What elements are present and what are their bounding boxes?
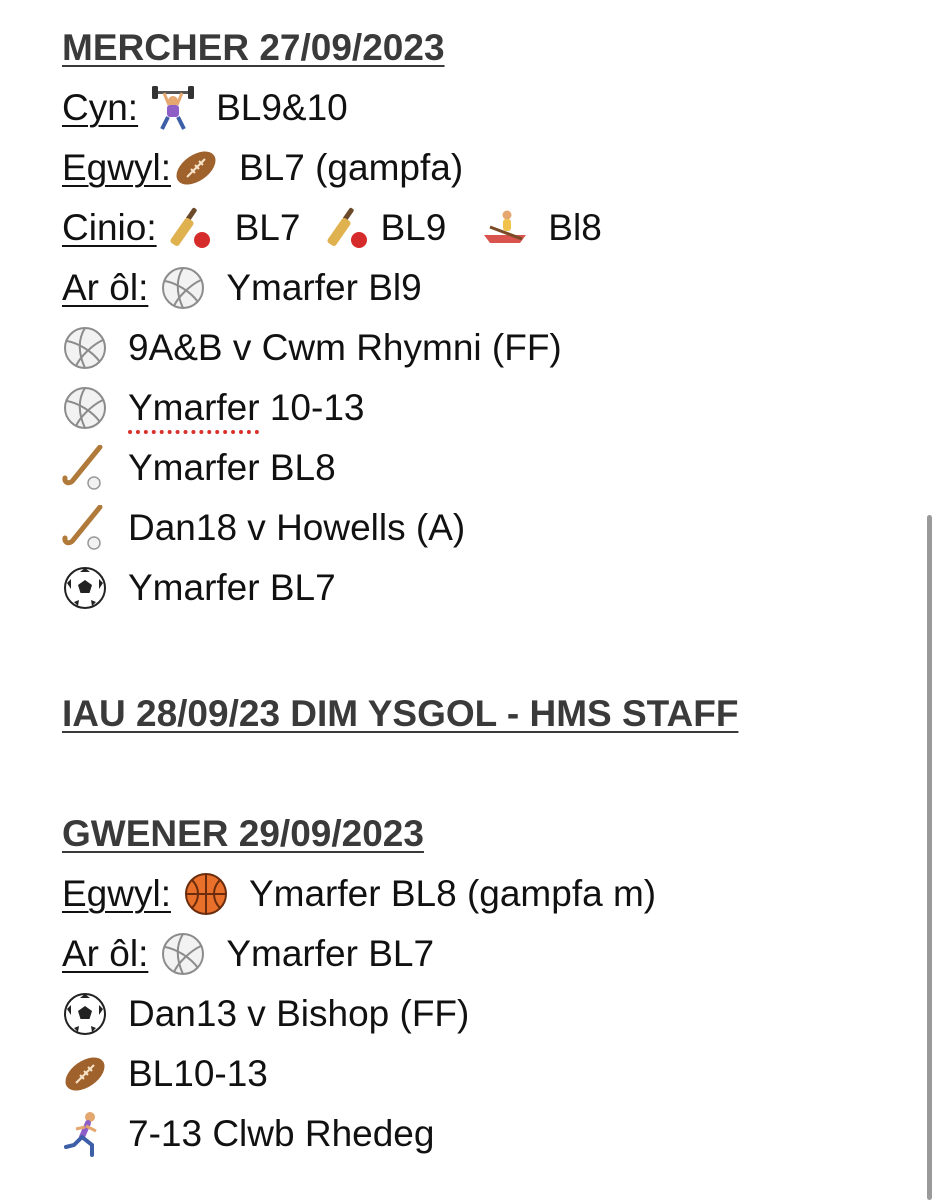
- lunch-item-text: Bl8: [548, 207, 602, 248]
- volleyball-icon: [160, 265, 206, 311]
- misspelled-word[interactable]: Ymarfer: [128, 387, 260, 428]
- running-icon: [62, 1111, 108, 1157]
- before-label: Cyn:: [62, 87, 139, 128]
- break-text: Ymarfer BL8 (gampfa m): [248, 873, 657, 914]
- soccer-ball-icon: [62, 991, 108, 1037]
- break-label: Egwyl:: [62, 873, 171, 914]
- wednesday-after-row: Ar ôl: Ymarfer Bl9: [62, 258, 422, 318]
- item-text: Dan13 v Bishop (FF): [128, 993, 470, 1034]
- list-item: Ymarfer BL7: [62, 558, 336, 618]
- wednesday-heading: MERCHER 27/09/2023: [62, 27, 445, 68]
- list-item: Dan13 v Bishop (FF): [62, 984, 469, 1044]
- rugby-ball-icon: [62, 1051, 108, 1097]
- item-text: Ymarfer BL7: [128, 567, 336, 608]
- break-text: BL7 (gampfa): [238, 147, 464, 188]
- vertical-scrollbar[interactable]: [927, 515, 932, 1200]
- list-item: BL10-13: [62, 1044, 268, 1104]
- item-text: BL10-13: [128, 1053, 268, 1094]
- after-text: Ymarfer Bl9: [226, 267, 422, 308]
- list-item: Dan18 v Howells (A): [62, 498, 465, 558]
- weightlifting-icon: [150, 85, 196, 131]
- friday-heading: GWENER 29/09/2023: [62, 813, 424, 854]
- soccer-ball-icon: [62, 565, 108, 611]
- after-label: Ar ôl:: [62, 267, 149, 308]
- basketball-icon: [183, 871, 229, 917]
- volleyball-icon: [160, 931, 206, 977]
- wednesday-before-row: Cyn: BL9&10: [62, 78, 348, 138]
- hockey-icon: [62, 445, 108, 491]
- thursday-heading: IAU 28/09/23 DIM YSGOL - HMS STAFF: [62, 693, 739, 734]
- item-text: 10-13: [259, 387, 365, 428]
- list-item: 7-13 Clwb Rhedeg: [62, 1104, 434, 1164]
- item-text: 7-13 Clwb Rhedeg: [128, 1113, 435, 1154]
- list-item: Ymarfer BL8: [62, 438, 336, 498]
- cricket-icon: [326, 205, 372, 251]
- friday-break-row: Egwyl: Ymarfer BL8 (gampfa m): [62, 864, 656, 924]
- lunch-item-text: BL7: [234, 207, 301, 248]
- break-label: Egwyl:: [62, 147, 171, 188]
- wednesday-break-row: Egwyl: BL7 (gampfa): [62, 138, 463, 198]
- list-item: Ymarfer 10-13: [62, 378, 365, 438]
- volleyball-icon: [62, 325, 108, 371]
- cricket-icon: [169, 205, 215, 251]
- rowing-icon: [482, 205, 528, 251]
- list-item: 9A&B v Cwm Rhymni (FF): [62, 318, 562, 378]
- after-text: Ymarfer BL7: [226, 933, 435, 974]
- lunch-label: Cinio:: [62, 207, 157, 248]
- lunch-item-text: BL9: [380, 207, 447, 248]
- friday-after-row: Ar ôl: Ymarfer BL7: [62, 924, 434, 984]
- hockey-icon: [62, 505, 108, 551]
- item-text: 9A&B v Cwm Rhymni (FF): [128, 327, 562, 368]
- after-label: Ar ôl:: [62, 933, 149, 974]
- volleyball-icon: [62, 385, 108, 431]
- before-text: BL9&10: [216, 87, 348, 128]
- item-text: Dan18 v Howells (A): [128, 507, 466, 548]
- item-text: Ymarfer BL8: [128, 447, 336, 488]
- wednesday-lunch-row: Cinio: BL7 BL9 Bl8: [62, 198, 602, 258]
- rugby-ball-icon: [173, 145, 219, 191]
